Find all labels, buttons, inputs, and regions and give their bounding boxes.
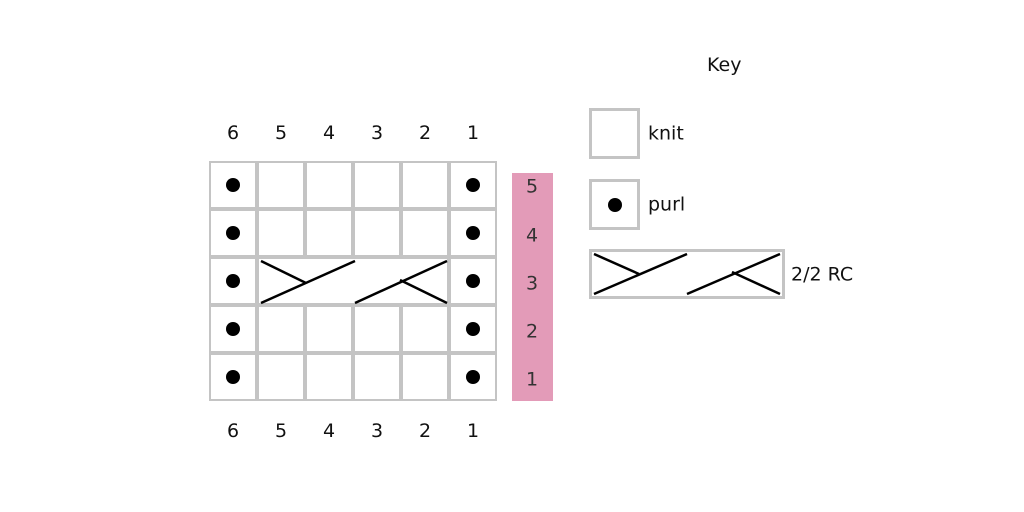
column-label-6-bottom: 6 — [226, 420, 240, 442]
purl-dot-icon — [226, 322, 240, 336]
knit-cell — [353, 353, 401, 401]
knit-cell — [401, 209, 449, 257]
row-label-2: 2 — [526, 320, 539, 343]
purl-dot-icon — [226, 178, 240, 192]
purl-dot-icon — [466, 178, 480, 192]
knit-cell — [353, 305, 401, 353]
chart-grid — [209, 161, 497, 401]
key-cable-label: 2/2 RC — [791, 263, 854, 286]
purl-cell — [449, 209, 497, 257]
knit-cell — [353, 209, 401, 257]
purl-dot-icon — [466, 274, 480, 288]
cable-2-2-rc-icon — [260, 259, 448, 305]
purl-cell — [449, 257, 497, 305]
purl-dot-icon — [226, 226, 240, 240]
column-label-6: 6 — [226, 122, 240, 144]
knit-cell — [257, 209, 305, 257]
column-label-2: 2 — [418, 122, 432, 144]
column-label-5: 5 — [274, 122, 288, 144]
knit-cell — [401, 353, 449, 401]
purl-dot-icon — [607, 197, 622, 212]
purl-cell — [209, 209, 257, 257]
column-label-2-bottom: 2 — [418, 420, 432, 442]
row-label-1: 1 — [526, 368, 539, 391]
knit-cell — [401, 305, 449, 353]
key-purl-label: purl — [648, 193, 686, 216]
knit-cell — [305, 305, 353, 353]
key-purl-swatch — [589, 179, 640, 230]
purl-dot-icon — [466, 226, 480, 240]
knit-cell — [257, 161, 305, 209]
column-label-4-bottom: 4 — [322, 420, 336, 442]
purl-cell — [209, 305, 257, 353]
purl-dot-icon — [466, 322, 480, 336]
row-label-3: 3 — [526, 272, 539, 295]
purl-cell — [449, 305, 497, 353]
knit-cell — [257, 353, 305, 401]
purl-cell — [209, 353, 257, 401]
key-title: Key — [707, 54, 742, 76]
knit-cell — [401, 161, 449, 209]
column-label-1-bottom: 1 — [466, 420, 480, 442]
knit-cell — [305, 353, 353, 401]
purl-dot-icon — [226, 274, 240, 288]
column-label-3-bottom: 3 — [370, 420, 384, 442]
column-label-4: 4 — [322, 122, 336, 144]
knit-cell — [305, 161, 353, 209]
purl-cell — [449, 353, 497, 401]
key-cable-swatch — [589, 249, 785, 299]
knit-cell — [353, 161, 401, 209]
row-label-4: 4 — [526, 224, 539, 247]
purl-cell — [449, 161, 497, 209]
knit-cell — [257, 305, 305, 353]
cable-cell — [257, 257, 449, 305]
purl-cell — [209, 257, 257, 305]
key-knit-swatch — [589, 108, 640, 159]
column-label-3: 3 — [370, 122, 384, 144]
purl-cell — [209, 161, 257, 209]
knit-cell — [305, 209, 353, 257]
column-label-1: 1 — [466, 122, 480, 144]
purl-dot-icon — [226, 370, 240, 384]
column-label-5-bottom: 5 — [274, 420, 288, 442]
purl-dot-icon — [466, 370, 480, 384]
key-knit-label: knit — [648, 122, 684, 145]
row-number-bar — [512, 173, 553, 401]
cable-2-2-rc-icon — [593, 252, 781, 296]
row-label-5: 5 — [526, 175, 539, 198]
